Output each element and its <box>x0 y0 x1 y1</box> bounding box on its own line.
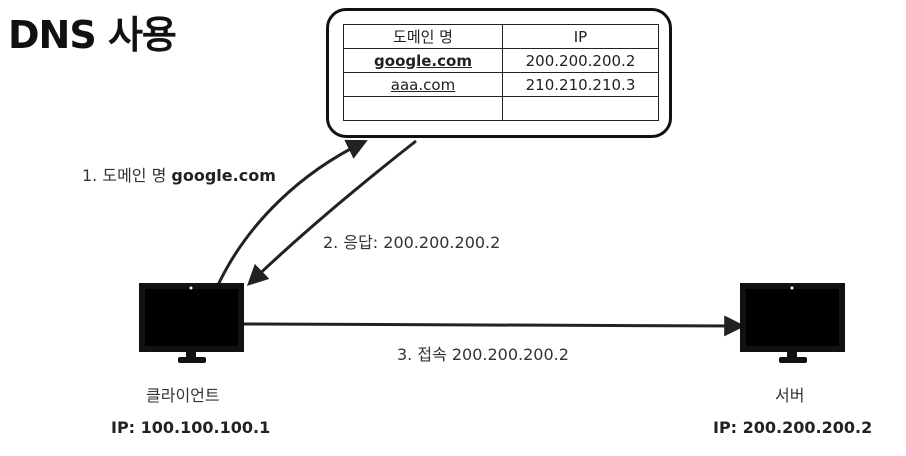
table-row: google.com 200.200.200.2 <box>343 48 659 73</box>
table-row: aaa.com 210.210.210.3 <box>343 72 659 97</box>
server-ip: IP: 200.200.200.2 <box>713 418 873 437</box>
step1-label: 1. 도메인 명 google.com <box>82 162 276 186</box>
client-label: 클라이언트 <box>146 386 220 405</box>
server-label: 서버 <box>775 386 805 405</box>
client-ip: IP: 100.100.100.1 <box>111 418 271 437</box>
domain-google[interactable]: google.com <box>374 51 472 70</box>
page-title: DNS 사용 <box>8 13 177 57</box>
step1-domain: google.com <box>171 166 276 185</box>
table-row <box>343 96 659 121</box>
arrow-response <box>246 139 417 286</box>
table-header-row: 도메인 명 IP <box>343 24 659 49</box>
arrow-request <box>216 139 368 286</box>
domain-aaa[interactable]: aaa.com <box>390 75 456 94</box>
dns-server-box: 도메인 명 IP google.com 200.200.200.2 aaa.co… <box>326 8 672 138</box>
dns-table: 도메인 명 IP google.com 200.200.200.2 aaa.co… <box>343 24 659 121</box>
header-domain: 도메인 명 <box>343 24 503 49</box>
step3-label: 3. 접속 200.200.200.2 <box>397 345 569 364</box>
ip-cell <box>502 96 659 121</box>
domain-cell <box>343 96 503 121</box>
header-ip: IP <box>502 24 659 49</box>
monitor-icon <box>139 283 244 363</box>
arrow-connect <box>243 315 746 337</box>
ip-cell: 210.210.210.3 <box>502 72 659 97</box>
step1-prefix: 1. 도메인 명 <box>82 166 172 185</box>
monitor-icon <box>740 283 845 363</box>
step2-label: 2. 응답: 200.200.200.2 <box>323 233 501 252</box>
